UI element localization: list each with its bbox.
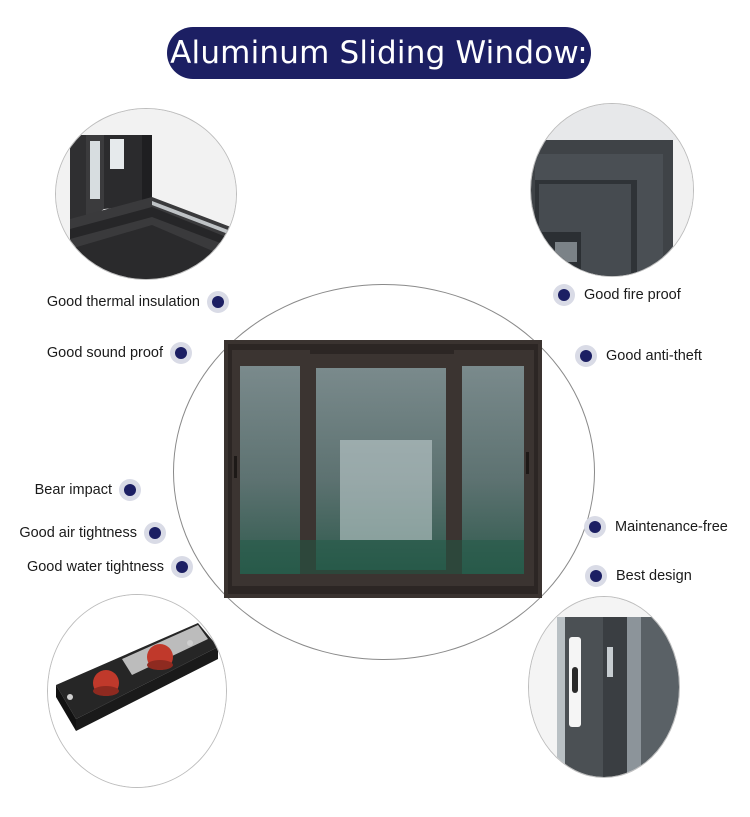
bullet-dot-icon (207, 291, 229, 313)
feature-thermal-insulation: Good thermal insulation (47, 291, 229, 313)
feature-air-tightness: Good air tightness (19, 522, 166, 544)
bullet-dot-icon (119, 479, 141, 501)
sliding-window-illustration (224, 340, 542, 598)
feature-water-tightness: Good water tightness (27, 556, 193, 578)
bullet-dot-icon (584, 516, 606, 538)
main-product-frame (173, 284, 595, 660)
bullet-dot-icon (171, 556, 193, 578)
detail-photo-frame-track (55, 108, 237, 280)
feature-label: Good thermal insulation (46, 294, 200, 310)
feature-sound-proof: Good sound proof (47, 342, 192, 364)
feature-label: Best design (616, 568, 692, 584)
bullet-dot-icon (575, 345, 597, 367)
bullet-dot-icon (553, 284, 575, 306)
roller-illustration (48, 595, 226, 787)
page-title: Aluminum Sliding Window: (170, 35, 588, 71)
detail-photo-roller (47, 594, 227, 788)
detail-photo-corner-profile (530, 103, 694, 277)
bullet-dot-icon (144, 522, 166, 544)
title-banner: Aluminum Sliding Window: (167, 27, 591, 79)
feature-label: Good sound proof (46, 345, 163, 361)
detail-photo-lock (528, 596, 680, 778)
feature-anti-theft: Good anti-theft (575, 345, 702, 367)
feature-label: Good fire proof (584, 287, 681, 303)
feature-label: Good air tightness (19, 525, 137, 541)
lock-illustration (529, 597, 679, 777)
feature-label: Bear impact (34, 482, 112, 498)
frame-track-illustration (56, 109, 236, 279)
feature-fire-proof: Good fire proof (553, 284, 681, 306)
feature-label: Maintenance-free (615, 519, 728, 535)
bullet-dot-icon (170, 342, 192, 364)
feature-best-design: Best design (585, 565, 692, 587)
feature-label: Good anti-theft (606, 348, 702, 364)
feature-maintenance-free: Maintenance-free (584, 516, 728, 538)
feature-bear-impact: Bear impact (35, 479, 141, 501)
corner-profile-illustration (531, 104, 693, 276)
bullet-dot-icon (585, 565, 607, 587)
feature-label: Good water tightness (26, 559, 164, 575)
